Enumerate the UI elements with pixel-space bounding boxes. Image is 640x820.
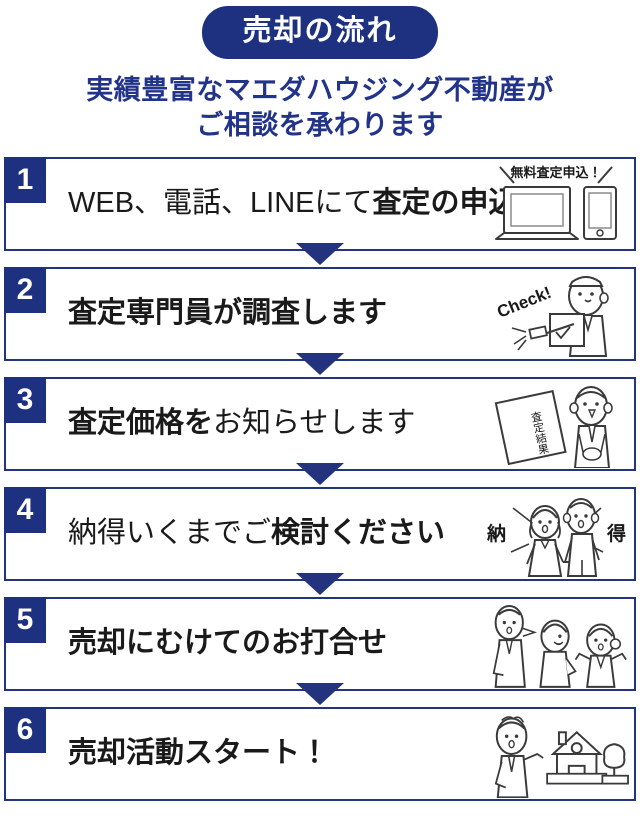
step-label-3: 査定価格をお知らせします (68, 379, 484, 469)
down-triangle-arrow (296, 353, 344, 376)
step-label-bold: 査定価格を (68, 407, 214, 440)
appraisal-result-document-illustration: 査定結果 (482, 379, 630, 469)
step-label-bold: 検討ください (271, 517, 446, 550)
step-label-bold: 売却にむけてのお打合せ (68, 627, 388, 660)
step-label-plain: WEB、電話、LINEにて (68, 187, 373, 220)
art-caption-4-right: 得 (606, 522, 626, 545)
subtitle: 実績豊富なマエダハウジング不動産が ご相談を承わります (0, 73, 640, 143)
art-caption-2: Check! (494, 283, 554, 322)
step-number-badge: 3 (4, 377, 46, 424)
meeting-three-people-illustration (482, 599, 630, 689)
step-row-1: 1 WEB、電話、LINEにて査定の申込！ 無料査定申込！ (4, 157, 636, 252)
down-triangle-arrow (296, 243, 344, 266)
step-label-4: 納得いくまでご検討ください (68, 489, 484, 579)
step-row-5: 5 売却にむけてのお打合せ (4, 597, 636, 692)
step-label-5: 売却にむけてのお打合せ (68, 599, 484, 689)
down-triangle-arrow (296, 683, 344, 706)
step-label-plain: 納得いくまでご (68, 517, 272, 550)
step-label-bold: 売却活動スタート！ (68, 737, 330, 770)
step-number-badge: 2 (4, 267, 46, 314)
art-caption-4-left: 納 (486, 522, 506, 545)
step-row-2: 2 査定専門員が調査します Check! (4, 267, 636, 362)
step-label-1: WEB、電話、LINEにて査定の申込！ (68, 159, 547, 249)
step-label-plain: お知らせします (213, 407, 416, 440)
step-label-2: 査定専門員が調査します (68, 269, 484, 359)
step-label-bold: 査定専門員が調査します (68, 297, 388, 330)
step-row-3: 3 査定価格をお知らせします 査定結果 (4, 377, 636, 472)
inspector-with-clipboard-illustration: Check! (482, 269, 630, 359)
step-number-badge: 6 (4, 707, 46, 754)
step-number-badge: 4 (4, 487, 46, 534)
down-triangle-arrow (296, 463, 344, 486)
step-row-4: 4 納得いくまでご検討ください 納 得 (4, 487, 636, 582)
step-row-6: 6 売却活動スタート！ (4, 707, 636, 802)
satisfied-couple-illustration: 納 得 (482, 489, 630, 579)
step-number-badge: 5 (4, 597, 46, 644)
agent-presenting-house-illustration (482, 709, 630, 799)
step-label-6: 売却活動スタート！ (68, 709, 484, 799)
laptop-and-smartphone-illustration: 無料査定申込！ (482, 159, 630, 249)
art-caption-1: 無料査定申込！ (510, 165, 601, 180)
step-number-badge: 1 (4, 157, 46, 204)
subtitle-line-2: ご相談を承わります (196, 110, 444, 141)
steps-list: 1 WEB、電話、LINEにて査定の申込！ 無料査定申込！ 2 査定 (0, 157, 640, 802)
header: 売却の流れ 実績豊富なマエダハウジング不動産が ご相談を承わります (0, 0, 640, 143)
page-title-pill: 売却の流れ (202, 6, 438, 59)
down-triangle-arrow (296, 573, 344, 596)
subtitle-line-1: 実績豊富なマエダハウジング不動産が (86, 75, 554, 105)
